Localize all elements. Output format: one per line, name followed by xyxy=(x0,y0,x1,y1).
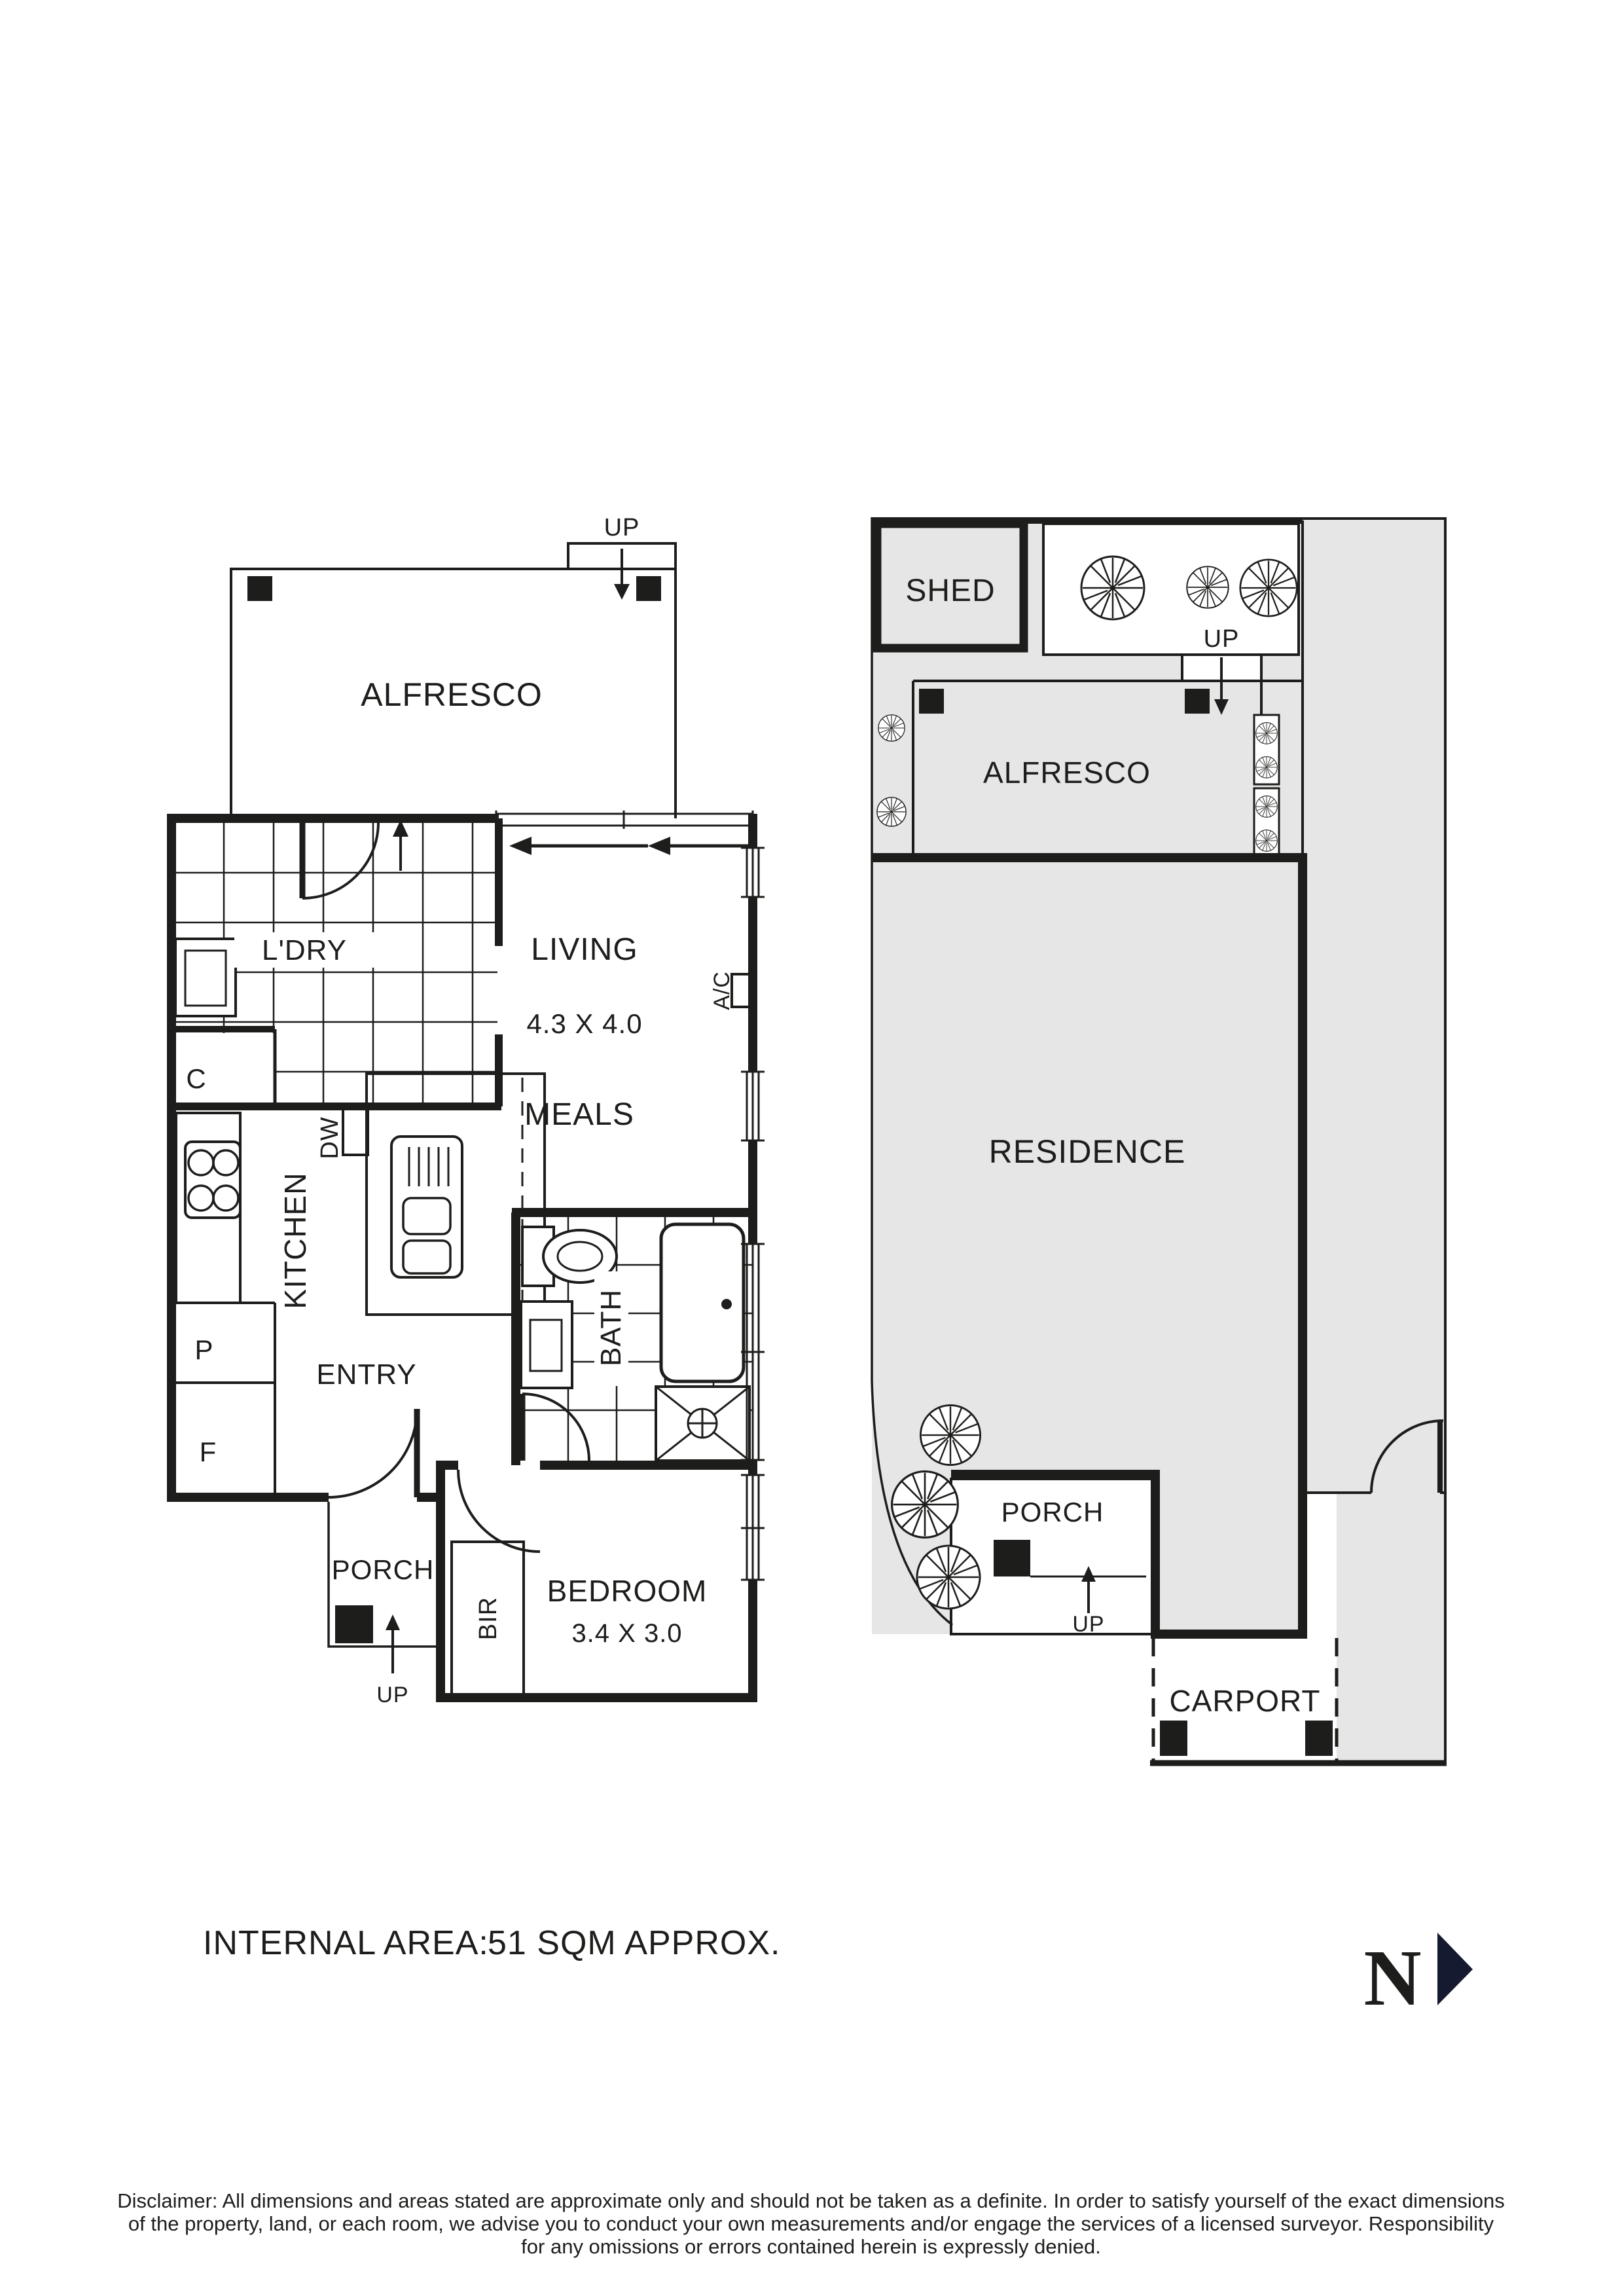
unit-floor-plan: UP ALFRESCO L'DRY C xyxy=(167,514,765,1707)
kitchen-bench xyxy=(175,1112,242,1304)
label-alfresco: ALFRESCO xyxy=(983,756,1151,790)
label-halo xyxy=(594,1271,628,1386)
label-kitchen: KITCHEN xyxy=(278,1173,312,1309)
tree-icon xyxy=(916,1544,981,1610)
up-arrow-icon xyxy=(386,1614,400,1630)
label-pantry: P xyxy=(194,1334,213,1365)
site-alfresco: UP ALFRESCO xyxy=(876,625,1303,859)
driveway-lower xyxy=(1337,1493,1447,1764)
walls xyxy=(167,814,757,1702)
gate xyxy=(1303,1419,1447,1494)
dishwasher-icon xyxy=(342,1106,369,1156)
label-shed: SHED xyxy=(905,574,995,608)
north-letter: N xyxy=(1363,1934,1422,2022)
label-porch: PORCH xyxy=(1001,1497,1104,1527)
left-arrow-icon xyxy=(509,837,532,855)
label-carport: CARPORT xyxy=(1169,1684,1320,1718)
north-indicator: N xyxy=(1363,1933,1473,2022)
site-plan: SHED UP ALFRESCO xyxy=(871,517,1447,1766)
label-robe: BIR xyxy=(475,1597,502,1640)
label-bedroom-dims: 3.4 X 3.0 xyxy=(571,1619,682,1648)
label-up: UP xyxy=(376,1683,408,1707)
shrub-icon xyxy=(1255,795,1278,818)
label-fridge: F xyxy=(200,1436,217,1467)
post xyxy=(994,1540,1030,1576)
disclaimer-line-2: of the property, land, or each room, we … xyxy=(128,2212,1494,2235)
post xyxy=(335,1605,373,1643)
laundry-door xyxy=(299,820,408,900)
internal-area-value: 51 SQM APPROX. xyxy=(488,1924,781,1962)
label-bedroom: BEDROOM xyxy=(547,1574,708,1608)
post xyxy=(919,689,944,714)
label-dishwasher: DW xyxy=(316,1116,344,1159)
label-laundry: L'DRY xyxy=(262,934,347,966)
label-porch: PORCH xyxy=(332,1554,435,1585)
vanity-icon xyxy=(520,1300,573,1389)
planter-boxes xyxy=(1253,714,1280,859)
up-arrow-icon xyxy=(393,820,408,837)
north-arrow-icon xyxy=(1437,1933,1473,2005)
site-porch: UP PORCH xyxy=(891,1404,1146,1637)
label-living: LIVING xyxy=(531,932,638,967)
label-up: UP xyxy=(1204,625,1240,653)
carport: CARPORT xyxy=(1150,1638,1447,1766)
post xyxy=(1185,689,1210,714)
tree-icon xyxy=(1186,566,1229,609)
sliding-door xyxy=(495,811,754,855)
label-cupboard: C xyxy=(186,1063,206,1094)
label-entry: ENTRY xyxy=(316,1358,416,1391)
post xyxy=(636,576,661,601)
shrub-icon xyxy=(878,714,905,742)
up-arrow-icon xyxy=(1081,1566,1096,1582)
shrub-icon xyxy=(1255,829,1278,852)
post xyxy=(247,576,272,601)
cupboard-c xyxy=(172,1033,274,1105)
bedroom-door xyxy=(457,1469,541,1553)
label-residence: RESIDENCE xyxy=(989,1133,1186,1170)
internal-area-label: INTERNAL AREA: xyxy=(203,1924,489,1962)
label-bath: BATH xyxy=(595,1289,627,1366)
tree-icon xyxy=(919,1404,982,1467)
entry-door xyxy=(328,1408,420,1499)
shrub-icon xyxy=(1255,722,1278,744)
porch-area xyxy=(950,1478,1157,1635)
washing-machine-icon xyxy=(174,938,237,1017)
tree-icon xyxy=(891,1470,959,1539)
label-up: UP xyxy=(604,514,640,541)
bathtub-icon xyxy=(659,1222,746,1383)
sink-icon xyxy=(390,1135,463,1279)
down-arrow-icon xyxy=(614,584,630,600)
post xyxy=(1305,1721,1333,1756)
shower-icon xyxy=(655,1385,751,1462)
tree-icon xyxy=(1080,555,1145,621)
footer: INTERNAL AREA: 51 SQM APPROX. N Disclaim… xyxy=(117,1924,1505,2258)
pantry-partitions xyxy=(171,1302,276,1497)
alfresco-deck: UP ALFRESCO xyxy=(230,514,677,818)
disclaimer-line-1: Disclaimer: All dimensions and areas sta… xyxy=(117,2189,1505,2212)
shrub-icon xyxy=(876,797,907,827)
stove-icon xyxy=(184,1140,242,1219)
driveway-upper xyxy=(1303,517,1447,1493)
shed: SHED xyxy=(873,519,1028,653)
tree-icon xyxy=(1239,558,1298,617)
left-arrow-icon xyxy=(648,837,670,855)
unit-porch: UP PORCH xyxy=(327,1502,436,1707)
toilet-icon xyxy=(521,1226,618,1287)
label-alfresco: ALFRESCO xyxy=(361,676,543,713)
bath-door xyxy=(519,1393,590,1461)
label-meals: MEALS xyxy=(524,1097,634,1132)
shrub-icon xyxy=(1255,756,1278,778)
disclaimer-line-3: for any omissions or errors contained he… xyxy=(521,2235,1101,2258)
post xyxy=(1160,1721,1187,1756)
down-arrow-icon xyxy=(1214,699,1229,715)
residence-outline xyxy=(872,853,1307,1639)
label-living-dims: 4.3 X 4.0 xyxy=(526,1008,642,1039)
label-up: UP xyxy=(1072,1612,1104,1637)
label-ac: A/C xyxy=(710,971,734,1010)
label-halo xyxy=(234,932,374,968)
